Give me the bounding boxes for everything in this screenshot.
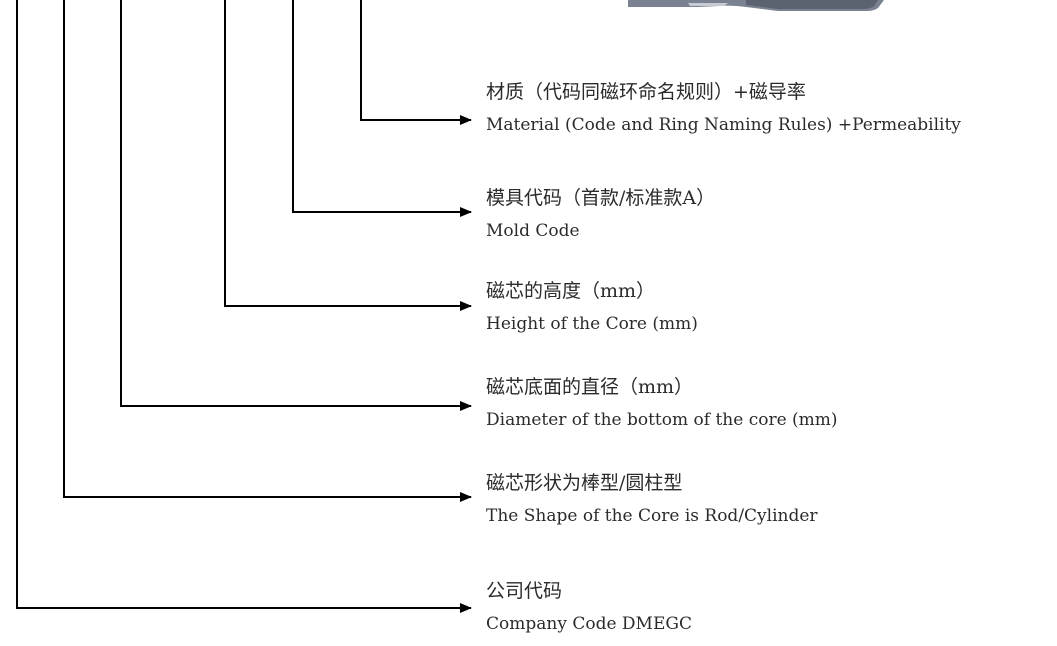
shape-en: The Shape of the Core is Rod/Cylinder — [486, 505, 818, 527]
shape-zh: 磁芯形状为棒型/圆柱型 — [486, 472, 818, 494]
label-height: 磁芯的高度（mm） Height of the Core (mm) — [486, 280, 698, 335]
connector-shape — [64, 0, 471, 497]
connector-height — [225, 0, 471, 306]
label-company-code: 公司代码 Company Code DMEGC — [486, 580, 692, 635]
material-en: Material (Code and Ring Naming Rules) +P… — [486, 114, 961, 136]
height-zh: 磁芯的高度（mm） — [486, 280, 698, 302]
height-en: Height of the Core (mm) — [486, 313, 698, 335]
connector-mold-code — [293, 0, 471, 212]
label-diameter: 磁芯底面的直径（mm） Diameter of the bottom of th… — [486, 376, 838, 431]
connector-material — [361, 0, 471, 120]
mold-code-en: Mold Code — [486, 220, 715, 242]
company-code-zh: 公司代码 — [486, 580, 692, 602]
connector-diameter — [121, 0, 471, 406]
diameter-zh: 磁芯底面的直径（mm） — [486, 376, 838, 398]
diameter-en: Diameter of the bottom of the core (mm) — [486, 409, 838, 431]
material-zh: 材质（代码同磁环命名规则）+磁导率 — [486, 81, 961, 103]
label-material: 材质（代码同磁环命名规则）+磁导率 Material (Code and Rin… — [486, 81, 961, 136]
label-mold-code: 模具代码（首款/标准款A） Mold Code — [486, 187, 715, 242]
connector-company-code — [17, 0, 471, 608]
label-shape: 磁芯形状为棒型/圆柱型 The Shape of the Core is Rod… — [486, 472, 818, 527]
mold-code-zh: 模具代码（首款/标准款A） — [486, 187, 715, 209]
company-code-en: Company Code DMEGC — [486, 613, 692, 635]
